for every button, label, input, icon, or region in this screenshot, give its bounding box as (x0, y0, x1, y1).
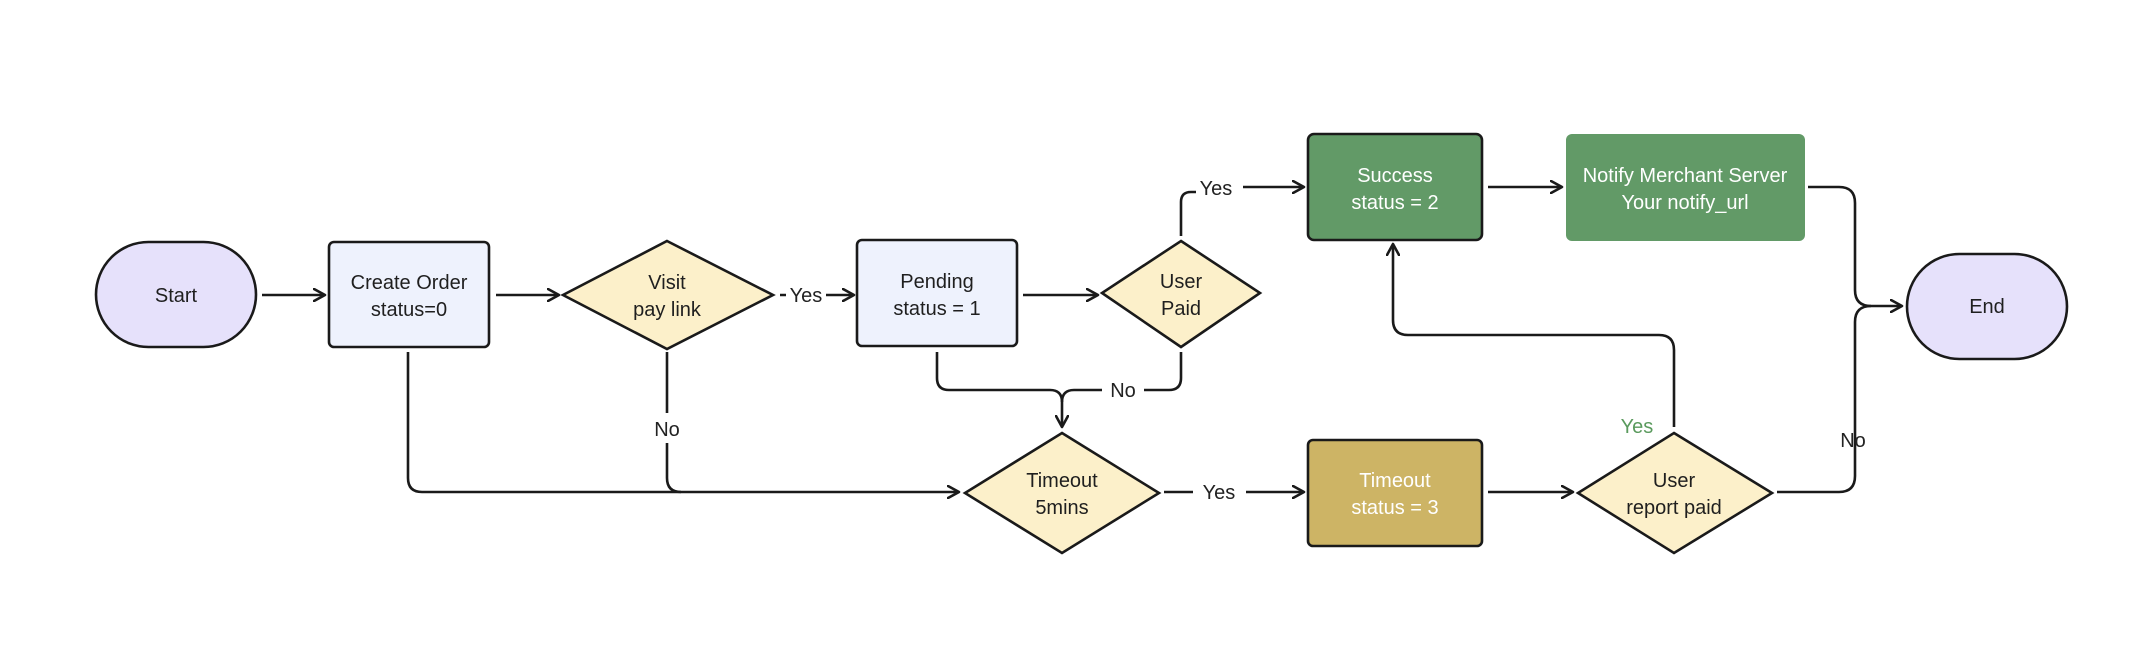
timeout-decision-label: Timeout (1026, 470, 1098, 492)
label-paid-yes: Yes (1200, 178, 1233, 200)
edge-report-no (1777, 304, 1872, 494)
report-paid-label-2: report paid (1626, 497, 1722, 519)
start-label: Start (155, 285, 198, 307)
edge-pending-to-timeout (935, 352, 1062, 427)
visit-pay-link-decision (560, 239, 776, 351)
timeout-duration: 5mins (1035, 497, 1088, 519)
edge-paid-no (1060, 352, 1183, 403)
create-order-label: Create Order (351, 272, 468, 294)
user-report-paid-decision (1575, 431, 1775, 555)
notify-label: Notify Merchant Server (1583, 165, 1788, 187)
success-status (1306, 132, 1484, 242)
pending-status: status = 1 (893, 298, 980, 320)
start-terminal (94, 240, 258, 349)
timeout-status-text: status = 3 (1351, 497, 1438, 519)
timeout-status-label: Timeout (1359, 470, 1431, 492)
edge-create-to-timeout (406, 352, 959, 492)
user-paid-label-2: Paid (1161, 298, 1201, 320)
notify-url-label: Your notify_url (1621, 192, 1748, 214)
user-paid-label-1: User (1160, 271, 1203, 293)
end-label: End (1969, 296, 2005, 318)
label-report-no: No (1840, 430, 1866, 452)
notify-merchant-box (1566, 134, 1805, 241)
label-report-yes: Yes (1621, 416, 1654, 438)
edge-visit-no (665, 352, 682, 494)
edge-paid-yes (1179, 187, 1304, 236)
user-paid-decision (1099, 239, 1263, 349)
label-timeout-yes: Yes (1203, 482, 1236, 504)
edge-report-yes (1393, 244, 1676, 427)
report-paid-label-1: User (1653, 470, 1696, 492)
end-terminal (1905, 252, 2069, 361)
pending-label: Pending (900, 271, 973, 293)
timeout-decision (962, 431, 1162, 555)
label-visit-yes: Yes (790, 285, 823, 307)
label-paid-no: No (1110, 380, 1136, 402)
visit-label: Visit (648, 272, 686, 294)
pay-link-label: pay link (633, 299, 702, 321)
create-order-status: status=0 (371, 299, 447, 321)
create-order-process (327, 240, 491, 349)
edge-notify-to-end (1808, 185, 1902, 306)
timeout-status (1306, 438, 1484, 548)
label-visit-no: No (654, 419, 680, 441)
success-status-text: status = 2 (1351, 192, 1438, 214)
success-label: Success (1357, 165, 1433, 187)
pending-process (855, 238, 1019, 348)
